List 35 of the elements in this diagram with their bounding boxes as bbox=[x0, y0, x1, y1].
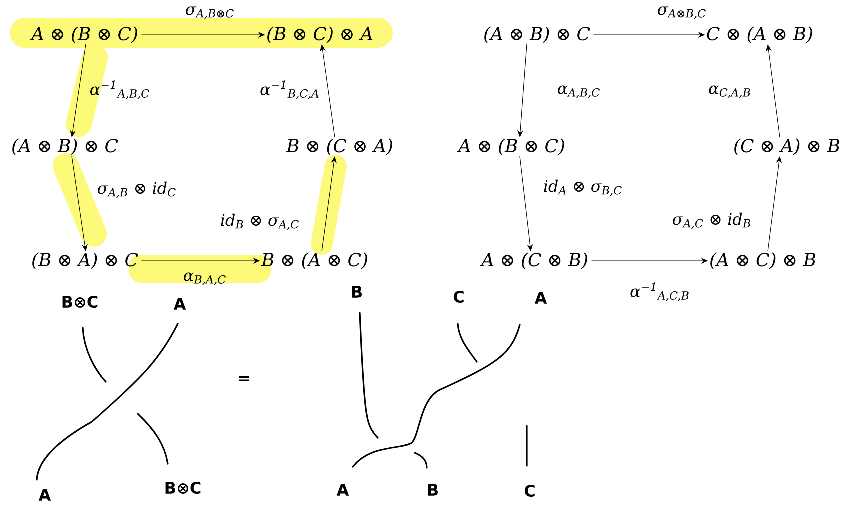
strand-label: = bbox=[239, 376, 250, 382]
strand-label: A bbox=[336, 484, 350, 496]
edge-label: id$_{B}$ ⊗ σ$_{A,C}$ bbox=[221, 214, 299, 230]
edge-label: id$_{A}$ ⊗ σ$_{B,C}$ bbox=[544, 180, 622, 196]
strand-label: A bbox=[38, 489, 52, 501]
object-label: (A ⊗ B) ⊗ C bbox=[12, 138, 118, 156]
object-label: A ⊗ (B ⊗ C) bbox=[30, 26, 138, 44]
object-label: (A ⊗ B) ⊗ C bbox=[484, 26, 590, 44]
strand-label: B⊗C bbox=[62, 296, 98, 308]
object-label: C ⊗ (A ⊗ B) bbox=[707, 26, 812, 44]
object-label: A ⊗ (C ⊗ B) bbox=[480, 252, 588, 270]
object-label: (B ⊗ C) ⊗ A bbox=[268, 26, 373, 44]
strand-label: B bbox=[428, 484, 438, 496]
object-label: B ⊗ (A ⊗ C) bbox=[261, 252, 368, 270]
strand-label: A bbox=[174, 298, 186, 310]
strand-label: B bbox=[352, 286, 362, 298]
object-label: A ⊗ (B ⊗ C) bbox=[457, 138, 564, 156]
strand-label: C bbox=[524, 484, 535, 498]
edge-label: α$_{C,A,B}$ bbox=[709, 86, 750, 98]
object-label: (A ⊗ C) ⊗ B bbox=[710, 252, 816, 270]
edge-label: α$_{A,B,C}$ bbox=[558, 86, 600, 98]
edge-label: α$^{−1}$B,C,A bbox=[260, 80, 319, 100]
object-label: (C ⊗ A) ⊗ B bbox=[734, 138, 840, 156]
strand-label: B⊗C bbox=[166, 482, 201, 494]
edge-label: σ$_{A⊗B,C}$ bbox=[658, 6, 706, 20]
strand-label: A bbox=[534, 292, 548, 304]
edge-label: σ$_{A,B}$ ⊗ id$_{C}$ bbox=[98, 182, 176, 198]
strand-label: C bbox=[454, 290, 464, 304]
edge-label: σ$_{A,B⊗C}$ bbox=[186, 6, 234, 20]
object-label: (B ⊗ A) ⊗ C bbox=[32, 252, 138, 270]
edge-label: α$^{−1}$A,C,B bbox=[630, 282, 689, 302]
edge-label: σ$_{A,C}$ ⊗ id$_{B}$ bbox=[673, 212, 751, 230]
object-label: B ⊗ (C ⊗ A) bbox=[286, 138, 392, 156]
edge-label: α$^{−1}$A,B,C bbox=[90, 80, 150, 100]
edge-label: α$_{B,A,C}$ bbox=[184, 272, 226, 286]
